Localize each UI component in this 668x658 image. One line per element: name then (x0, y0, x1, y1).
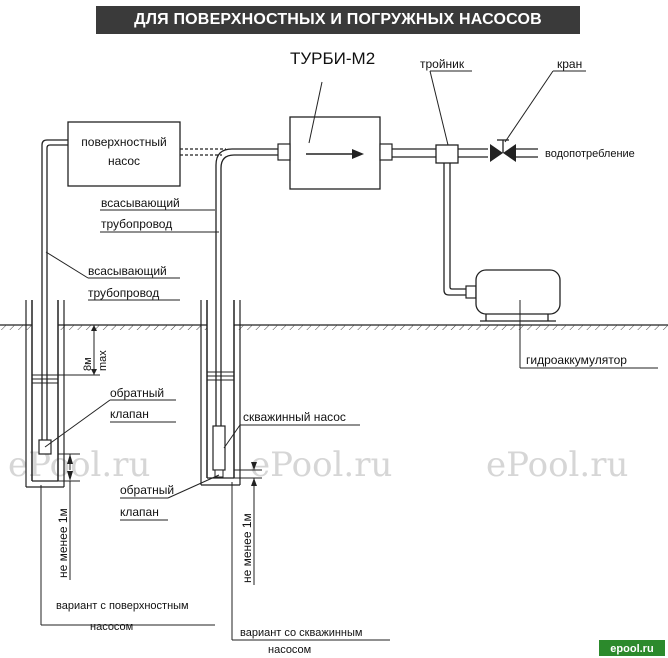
depth-max-label-line2: max (97, 350, 109, 371)
min-depth-left-label: не менее 1м (56, 508, 70, 578)
dimension-right-1m (234, 462, 262, 585)
check-valve-right-label-line2: клапан (120, 505, 159, 519)
pipe-to-accumulator (443, 163, 477, 299)
left-well (25, 300, 65, 488)
hydro-accumulator (475, 269, 561, 322)
valve-label: кран (557, 57, 582, 71)
suction-lower-label-line2: трубопровод (88, 286, 159, 300)
epool-logo: epool.ru (599, 640, 665, 656)
surface-pump-label-line2: насос (108, 154, 140, 168)
min-depth-right-label: не менее 1м (240, 513, 254, 583)
accumulator-label: гидроаккумулятор (526, 353, 627, 367)
watermark-right: ePool.ru (486, 445, 628, 485)
depth-max-label-line1: 8м (82, 357, 94, 371)
check-valve-left-label-line2: клапан (110, 407, 149, 421)
surface-pump: поверхностный насос (67, 121, 181, 187)
suction-upper-label-line2: трубопровод (101, 217, 172, 231)
variant-left-label-line1: вариант с поверхностным (56, 600, 189, 612)
watermark-center: ePool.ru (250, 445, 392, 485)
variant-left-label-line2: насосом (90, 621, 133, 633)
tee-label: тройник (420, 57, 465, 71)
tee-fitting (435, 144, 459, 164)
pump-dashed-connection (180, 148, 226, 156)
left-suction-pipe (41, 139, 68, 440)
main-pipe-to-tee (392, 148, 436, 158)
variant-right-label-line2: насосом (268, 644, 311, 656)
check-valve-left-label-line1: обратный (110, 386, 164, 400)
borehole-pump (212, 425, 226, 471)
turbi-device-title: ТУРБИ-М2 (290, 49, 375, 68)
right-check-valve (214, 469, 224, 478)
leader-lines (40, 70, 658, 641)
turbi-device: ТУРБИ-М2 (277, 49, 393, 190)
diagram-banner: ДЛЯ ПОВЕРХНОСТНЫХ И ПОГРУЖНЫХ НАСОСОВ (96, 6, 580, 34)
epool-logo-text: epool.ru (610, 643, 653, 655)
valve-icon (490, 139, 516, 162)
check-valve-right-label-line1: обратный (120, 483, 174, 497)
right-suction-pipe (215, 148, 290, 426)
ground-line (0, 324, 668, 330)
surface-pump-label-line1: поверхностный (81, 135, 166, 149)
watermark-left: ePool.ru (8, 445, 150, 485)
borehole-pump-label: скважинный насос (243, 410, 346, 424)
suction-lower-label-line1: всасывающий (88, 264, 167, 278)
water-use-label: водопотребление (545, 148, 635, 160)
pipe-to-valve (458, 148, 488, 158)
dimension-left-1m (58, 453, 80, 580)
outlet-pipe (516, 148, 538, 158)
dimension-8m (58, 325, 100, 376)
variant-right-label-line1: вариант со скважинным (240, 627, 362, 639)
suction-upper-label-line1: всасывающий (101, 196, 180, 210)
